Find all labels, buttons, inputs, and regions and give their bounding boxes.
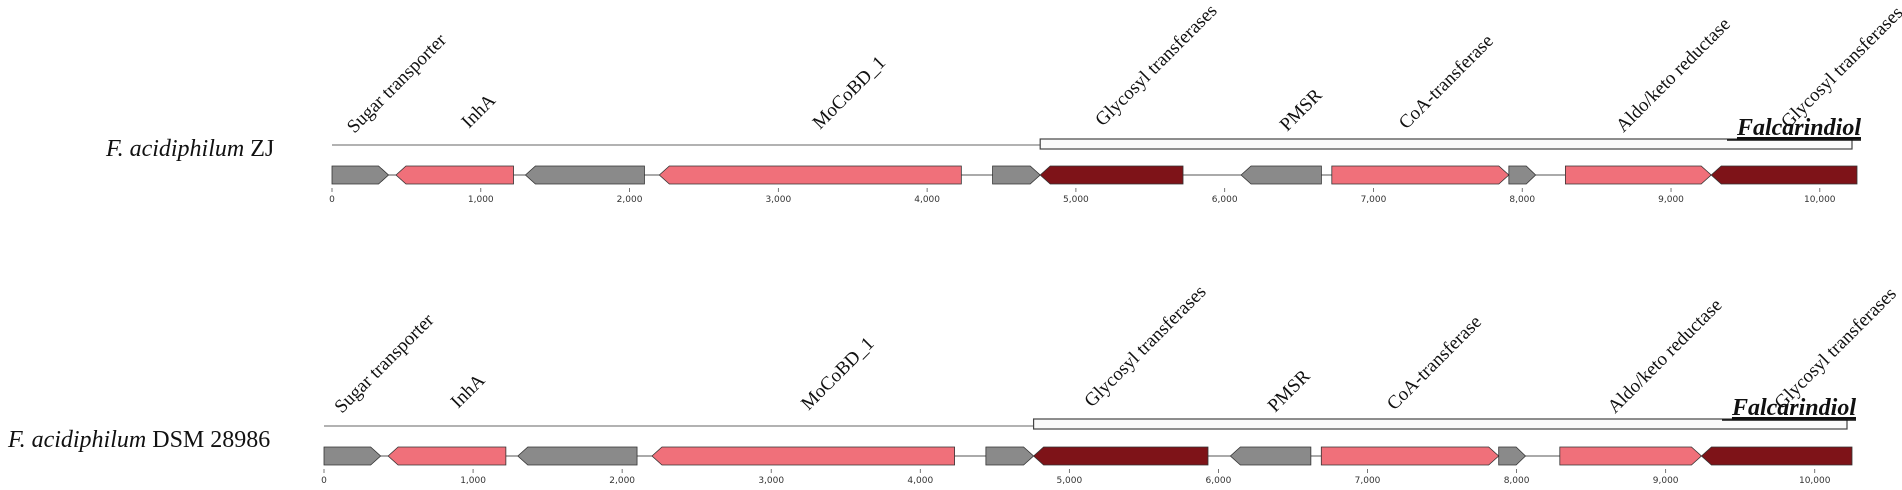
species-name: F. acidiphilum [8,427,147,453]
gene-arrow-other [985,446,1035,466]
axis-tick-label: 3,000 [758,476,784,486]
track-title-dsm: F. acidiphilum DSM 28986 [8,427,270,454]
gene-arrow-other [992,165,1041,185]
axis-tick-label: 7,000 [1361,195,1387,205]
gene-arrow-core [395,165,514,185]
axis-tick-label: 9,000 [1653,476,1679,486]
gene-label: Glycosyl transferases [1080,281,1210,411]
axis-tick-label: 9,000 [1658,195,1684,205]
axis-tick-label: 7,000 [1355,476,1381,486]
gene-label: InhA [458,90,501,133]
axis-tick-label: 2,000 [609,476,635,486]
gene-arrow-other [1240,165,1322,185]
axis-tick-label: 5,000 [1063,195,1089,205]
track-title-zj: F. acidiphilum ZJ [106,136,274,163]
cluster-bar [1032,418,1848,430]
axis-tick-label: 10,000 [1804,195,1836,205]
gene-arrow-core [658,165,962,185]
gene-label: Glycosyl transferases [1777,2,1902,132]
axis-tick-label: 8,000 [1504,476,1530,486]
axis-tick-label: 3,000 [765,195,791,205]
gene-arrow-glycosyl [1039,165,1184,185]
axis-tick-label: 6,000 [1212,195,1238,205]
gene-label: Glycosyl transferases [1091,0,1221,130]
gene-arrow-other [331,165,390,185]
axis-tick-label: 4,000 [907,476,933,486]
gene-label: Aldo/keto reductase [1604,295,1727,418]
gene-arrow-core [1564,165,1712,185]
gene-arrow-core [1559,446,1703,466]
gene-label: CoA-transferase [1383,312,1486,415]
gene-arrow-core [387,446,507,466]
gene-arrow-other [1498,446,1527,466]
axis-tick-label: 1,000 [460,476,486,486]
axis-tick-label: 10,000 [1799,476,1831,486]
axis-tick-label: 0 [329,195,335,205]
gene-arrow-other [1229,446,1312,466]
gene-label: Sugar transporter [331,309,439,417]
gene-arrow-core [1320,446,1500,466]
gene-arrow-other [524,165,645,185]
axis-tick-label: 0 [321,476,327,486]
axis-tick-label: 8,000 [1509,195,1535,205]
cluster-label: Falcarindiol [1736,115,1861,141]
gene-label: Sugar transporter [343,29,451,137]
gene-arrow-glycosyl [1710,165,1858,185]
strain-name: DSM 28986 [152,427,271,453]
gene-arrow-other [323,446,382,466]
gene-label: InhA [447,370,490,413]
gene-arrow-glycosyl [1032,446,1209,466]
axis-tick-label: 5,000 [1056,476,1082,486]
gene-arrow-other [517,446,638,466]
strain-name: ZJ [250,136,275,162]
gene-arrow-core [651,446,955,466]
gene-label: MoCoBD_1 [809,52,890,133]
gene-label: PMSR [1264,366,1315,417]
gene-arrow-core [1331,165,1510,185]
cluster-bar [1039,138,1853,150]
gene-label: MoCoBD_1 [797,333,878,414]
axis-tick-label: 1,000 [468,195,494,205]
axis-tick-label: 4,000 [914,195,940,205]
gene-arrow-other [1508,165,1537,185]
axis-tick-label: 6,000 [1206,476,1232,486]
cluster-label: Falcarindiol [1731,395,1856,421]
axis-tick-label: 2,000 [617,195,643,205]
species-name: F. acidiphilum [106,136,245,162]
gene-arrow-glycosyl [1700,446,1853,466]
gene-label: PMSR [1276,85,1327,136]
gene-label: Aldo/keto reductase [1612,14,1735,137]
gene-label: CoA-transferase [1395,31,1498,134]
